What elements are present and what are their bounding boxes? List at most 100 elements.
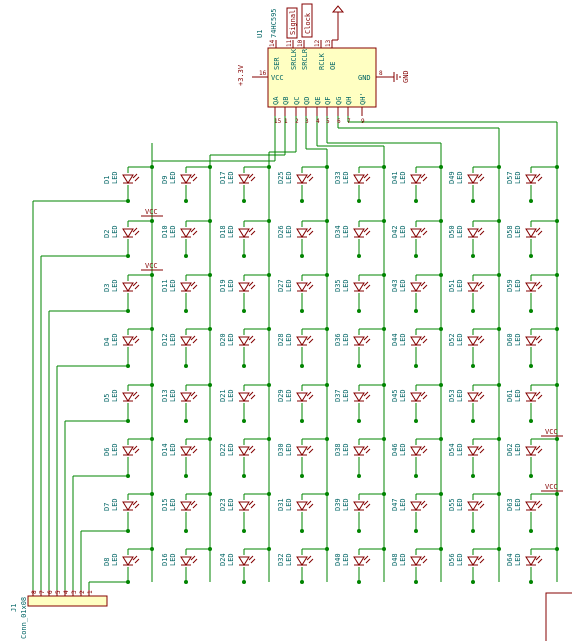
led-icon <box>180 336 192 346</box>
led-icon <box>353 282 365 292</box>
led-value: LED <box>456 225 464 238</box>
led-icon <box>122 174 134 184</box>
led-value: LED <box>514 443 522 456</box>
led-ref: D37 <box>334 389 342 402</box>
vcc-label: VCC <box>145 262 158 270</box>
led-ref: D14 <box>161 443 169 456</box>
led-ref: D48 <box>391 553 399 566</box>
led-ref: D19 <box>219 279 227 292</box>
led-icon <box>410 556 422 566</box>
led-emission-arrows <box>363 391 371 400</box>
led-icon <box>467 282 479 292</box>
led-ref: D3 <box>103 284 111 292</box>
led-emission-arrows <box>363 227 371 236</box>
led-ref: D10 <box>161 225 169 238</box>
led-emission-arrows <box>190 391 198 400</box>
led-icon <box>410 282 422 292</box>
led-ref: D39 <box>334 498 342 511</box>
led-emission-arrows <box>420 500 428 509</box>
led-value: LED <box>342 553 350 566</box>
led-value: LED <box>399 225 407 238</box>
led-emission-arrows <box>363 335 371 344</box>
led-icon <box>525 556 537 566</box>
signal-label-box <box>286 7 298 39</box>
led-icon <box>238 556 250 566</box>
led-icon <box>467 174 479 184</box>
led-emission-arrows <box>132 445 140 454</box>
led-emission-arrows <box>420 173 428 182</box>
led-emission-arrows <box>132 227 140 236</box>
led-value: LED <box>399 498 407 511</box>
led-ref: D16 <box>161 553 169 566</box>
led-value: LED <box>342 389 350 402</box>
power-flag-icon <box>331 5 345 13</box>
ic-ref: U1 <box>256 30 264 38</box>
led-ref: D15 <box>161 498 169 511</box>
ic-pin-name: QC <box>293 97 301 105</box>
led-emission-arrows <box>190 555 198 564</box>
led-emission-arrows <box>248 555 256 564</box>
led-ref: D62 <box>506 443 514 456</box>
led-ref: D8 <box>103 558 111 566</box>
led-icon <box>180 392 192 402</box>
led-icon <box>353 336 365 346</box>
clock-label: Clock <box>304 12 312 34</box>
led-value: LED <box>514 333 522 346</box>
led-emission-arrows <box>306 555 314 564</box>
ic-pin-number: 16 <box>259 70 267 77</box>
led-icon <box>238 501 250 511</box>
led-emission-arrows <box>190 335 198 344</box>
led-ref: D54 <box>448 443 456 456</box>
connector-pin-number: 7 <box>39 590 46 594</box>
led-value: LED <box>285 389 293 402</box>
led-ref: D53 <box>448 389 456 402</box>
led-icon <box>238 336 250 346</box>
led-value: LED <box>111 389 119 402</box>
led-emission-arrows <box>420 445 428 454</box>
led-icon <box>410 392 422 402</box>
ic-pin-number: 13 <box>325 39 332 47</box>
led-icon <box>467 336 479 346</box>
led-icon <box>353 174 365 184</box>
led-value: LED <box>111 498 119 511</box>
led-icon <box>122 336 134 346</box>
led-emission-arrows <box>420 555 428 564</box>
led-value: LED <box>514 498 522 511</box>
led-value: LED <box>169 443 177 456</box>
ic-pin-number: 4 <box>316 118 320 125</box>
led-value: LED <box>342 443 350 456</box>
led-icon <box>296 336 308 346</box>
led-ref: D13 <box>161 389 169 402</box>
led-ref: D59 <box>506 279 514 292</box>
led-ref: D49 <box>448 171 456 184</box>
connector-pin-number: 6 <box>47 590 54 594</box>
clock-label-box <box>301 3 313 38</box>
connector-pin-number: 3 <box>71 590 78 594</box>
led-ref: D26 <box>277 225 285 238</box>
ic-pin-name: VCC <box>271 74 284 82</box>
ic-pin-number: 10 <box>297 39 304 47</box>
led-icon <box>353 556 365 566</box>
led-icon <box>353 446 365 456</box>
led-value: LED <box>227 389 235 402</box>
ic-pin-name: QA <box>272 96 280 105</box>
led-value: LED <box>456 553 464 566</box>
ic-pin-number: 15 <box>274 118 282 125</box>
led-ref: D34 <box>334 225 342 238</box>
led-icon <box>410 174 422 184</box>
led-icon <box>180 228 192 238</box>
led-ref: D2 <box>103 230 111 238</box>
